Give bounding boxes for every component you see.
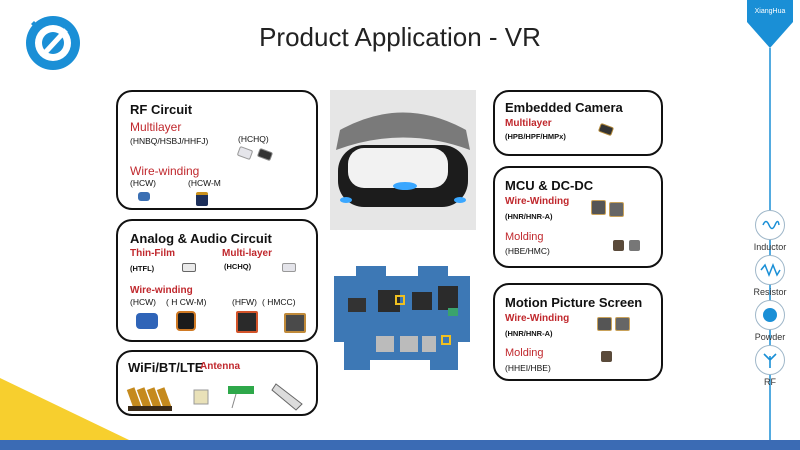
rf-hcw-m-code: (HCW-M (188, 178, 221, 188)
rf-wire-winding-label: Wire-winding (130, 164, 200, 178)
powder-icon[interactable] (755, 300, 785, 330)
analog-audio-panel: Analog & Audio Circuit Thin-Film (HTFL) … (116, 219, 318, 342)
audio-chip-blue (136, 313, 158, 329)
htfl-code: (HTFL) (130, 264, 155, 273)
motion-picture-screen-panel: Motion Picture Screen Wire-Winding (HNR/… (493, 283, 663, 381)
inductor-coil-icon[interactable] (755, 210, 785, 240)
mcu-codes: (HNR/HNR-A) (505, 212, 553, 221)
rf-chip-coil (196, 192, 208, 206)
audio-chip-coil-black (176, 311, 196, 331)
vr-headset-image (330, 90, 476, 230)
rf-hchq-code: (HCHQ) (238, 134, 269, 144)
motion-wire-winding-label: Wire-Winding (505, 313, 570, 324)
motion-chip-1 (597, 317, 612, 331)
motion-molding-chip (601, 351, 612, 362)
audio-wire-winding-label: Wire-winding (130, 285, 193, 296)
rf-chip-dark (256, 147, 274, 162)
rf-circuit-heading: RF Circuit (130, 102, 193, 117)
mcu-molding-label: Molding (505, 231, 544, 243)
pcb-board-image (334, 266, 470, 370)
antenna-icon[interactable] (755, 345, 785, 375)
audio-hchq-code: (HCHQ) (224, 262, 252, 271)
nav-label-rf[interactable]: RF (764, 377, 776, 387)
nav-label-resistor[interactable]: Resistor (753, 287, 787, 297)
motion-molding-codes: (HHEI/HBE) (505, 363, 551, 373)
wifi-bt-lte-panel: WiFi/BT/LTE Antenna (116, 350, 318, 416)
wifi-heading: WiFi/BT/LTE (128, 360, 204, 375)
thin-film-label: Thin-Film (130, 248, 175, 259)
side-navigation: XiangHua Inductor Resistor Powder RF (740, 0, 800, 450)
antenna-parts-images (126, 383, 303, 411)
analog-audio-heading: Analog & Audio Circuit (130, 231, 272, 246)
motion-chip-2 (615, 317, 630, 331)
mcu-chip-1 (591, 200, 606, 215)
motion-molding-label: Molding (505, 347, 544, 359)
mcu-chip-2 (609, 202, 624, 217)
slide-title: Product Application - VR (259, 22, 541, 52)
multi-layer-chip (282, 263, 296, 272)
camera-chip (597, 122, 615, 137)
mcu-dcdc-panel: MCU & DC-DC Wire-Winding (HNR/HNR-A) Mol… (493, 166, 663, 268)
motion-codes: (HNR/HNR-A) (505, 329, 553, 338)
rf-chip-blue (138, 192, 150, 201)
mcu-heading: MCU & DC-DC (505, 178, 594, 193)
embedded-camera-heading: Embedded Camera (505, 100, 623, 115)
company-logo (26, 16, 80, 70)
rf-circuit-panel: RF Circuit Multilayer (HNBQ/HSBJ/HHFJ) (… (116, 90, 318, 210)
rf-chip-white (236, 145, 254, 161)
rf-multilayer-codes: (HNBQ/HSBJ/HHFJ) (130, 136, 209, 146)
audio-hfw-code: (HFW) (232, 297, 258, 307)
mcu-molding-chip-2 (629, 240, 640, 251)
camera-codes: (HPB/HPF/HMPx) (505, 132, 566, 141)
audio-chip-molded (284, 313, 306, 333)
thin-film-chip (182, 263, 196, 272)
nav-label-inductor[interactable]: Inductor (753, 242, 787, 252)
camera-multilayer-label: Multilayer (505, 118, 552, 129)
mcu-molding-codes: (HBE/HMC) (505, 246, 550, 256)
rf-multilayer-label: Multilayer (130, 120, 182, 134)
audio-hmcc-code: ( HMCC) (262, 297, 296, 307)
rf-hcw-code: (HCW) (130, 178, 156, 188)
audio-hcw-m-code: ( H CW-M) (166, 297, 207, 307)
resistor-wave-icon[interactable] (755, 255, 785, 285)
embedded-camera-panel: Embedded Camera Multilayer (HPB/HPF/HMPx… (493, 90, 663, 156)
audio-hcw-code: (HCW) (130, 297, 156, 307)
brand-name: XiangHua (754, 8, 786, 15)
mcu-wire-winding-label: Wire-Winding (505, 196, 570, 207)
mcu-molding-chip-1 (613, 240, 624, 251)
audio-chip-copper (236, 311, 258, 333)
nav-label-powder[interactable]: Powder (754, 332, 786, 342)
multi-layer-label: Multi-layer (222, 248, 273, 259)
motion-heading: Motion Picture Screen (505, 295, 643, 310)
antenna-label: Antenna (200, 361, 240, 372)
